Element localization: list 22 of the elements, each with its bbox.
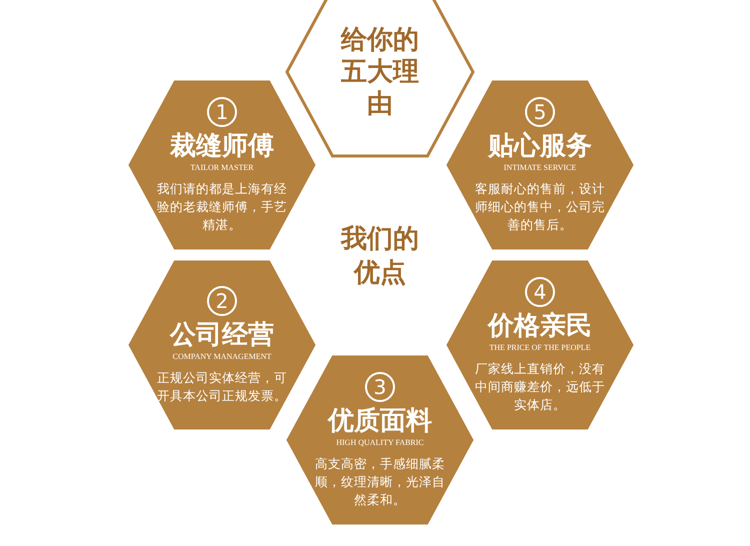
description: 高支高密，手感细腻柔顺，纹理清晰，光泽自然柔和。 [315, 454, 445, 508]
subtitle: COMPANY MANAGEMENT [172, 352, 272, 360]
heading: 优质面料 [328, 406, 432, 436]
description: 正规公司实体经营，可开具本公司正规发票。 [157, 368, 287, 404]
hexagon-title: 给你的五大理由 [340, 24, 420, 120]
number-badge: 4 [525, 276, 555, 306]
description: 客服耐心的售前，设计师细心的售中，公司完善的售后。 [475, 180, 605, 234]
heading: 价格亲民 [488, 310, 592, 340]
subtitle: HIGH QUALITY FABRIC [336, 438, 424, 446]
subtitle: INTIMATE SERVICE [504, 162, 576, 172]
number-badge: 1 [207, 96, 237, 126]
number-badge: 5 [525, 96, 555, 126]
center-heading: 我们的优点 [340, 223, 420, 290]
number-badge: 2 [207, 286, 237, 316]
description: 厂家线上直销价，没有中间商赚差价，远低于实体店。 [475, 360, 605, 414]
number-badge: 3 [365, 372, 395, 402]
heading: 裁缝师傅 [170, 130, 274, 160]
description: 我们请的都是上海有经验的老裁缝师傅，手艺精湛。 [157, 180, 287, 234]
heading: 公司经营 [170, 320, 274, 350]
subtitle: THE PRICE OF THE PEOPLE [489, 342, 591, 352]
heading: 贴心服务 [488, 130, 592, 160]
subtitle: TAILOR MASTER [190, 162, 254, 172]
